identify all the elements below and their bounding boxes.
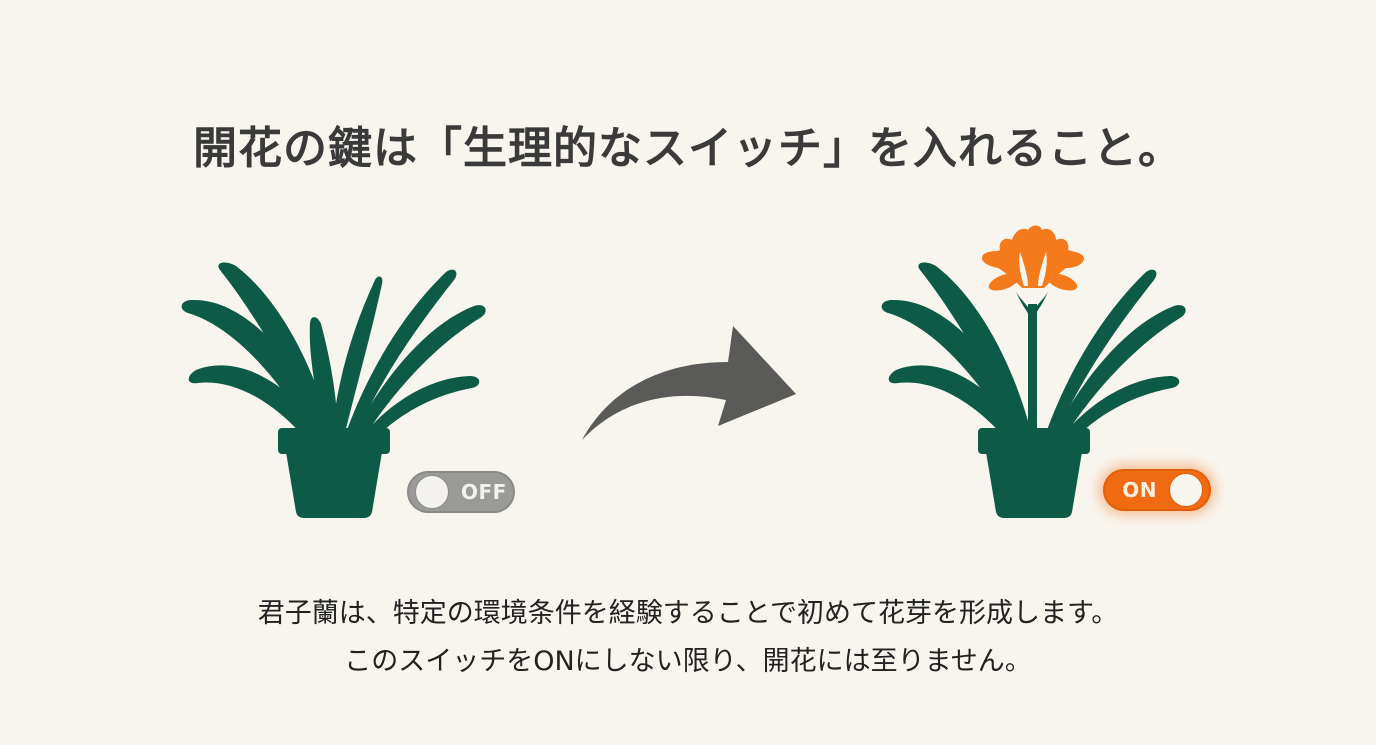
toggle-knob [415, 475, 449, 509]
toggle-off-label: OFF [461, 480, 507, 504]
off-toggle-switch[interactable]: OFF [407, 471, 515, 513]
plant-off-icon [181, 262, 486, 518]
page-title: 開花の鍵は「生理的なスイッチ」を入れること。 [193, 123, 1183, 175]
curved-arrow-right-icon [582, 326, 796, 440]
on-toggle-switch[interactable]: ON [1103, 469, 1211, 511]
flower-icon [981, 225, 1084, 291]
caption-line-2: このスイッチをONにしない限り、開花には至りません。 [344, 646, 1032, 677]
caption-line-1: 君子蘭は、特定の環境条件を経験することで初めて花芽を形成します。 [257, 598, 1119, 629]
toggle-on-label: ON [1122, 478, 1157, 502]
toggle-knob [1169, 473, 1203, 507]
plant-on-icon [881, 225, 1186, 518]
